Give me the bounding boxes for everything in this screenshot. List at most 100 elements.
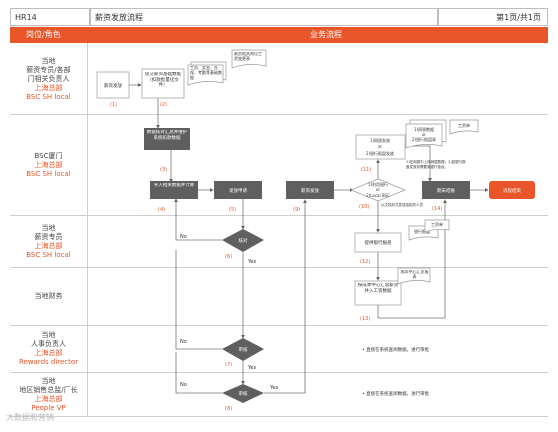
node-label: 导入相关数据并计算 [153, 183, 195, 188]
page-title: 薪资发放流程 [90, 8, 438, 26]
node-label: 审核 [239, 390, 248, 397]
lane-row [10, 215, 548, 268]
step-number: (4) [158, 207, 165, 213]
column-header-band: 岗位/角色 业务流程 [10, 27, 548, 43]
process-box [354, 232, 402, 253]
lane-row [10, 372, 548, 417]
decision-diamond [222, 338, 264, 361]
node-label: 2)银行报盘发放 [366, 150, 394, 156]
lane-label: 当地 人事负责人 上海总部 Rewards director [10, 325, 88, 373]
step-number: (5) [229, 207, 236, 213]
step-number: (10) [359, 204, 369, 210]
node-label: 提供银行报盘 [365, 239, 392, 246]
node-label: 薪资发放 [301, 187, 319, 194]
flow-arrow [377, 199, 447, 319]
lane-label: 当地 薪资专员 上海总部 BSC SH local [10, 215, 88, 268]
step-number: (13) [360, 316, 370, 322]
process-box [354, 280, 402, 306]
document-shape [187, 64, 224, 86]
document-label: 工资、奖金、社保、考勤等基础数据 [190, 66, 222, 80]
lane-text: 当地 [41, 376, 56, 385]
flow-arrow [174, 198, 222, 241]
process-box [214, 181, 262, 199]
flow-arrow [175, 352, 222, 394]
node-label: or [378, 144, 382, 149]
document-label: 2)银行报盘表 [412, 136, 436, 142]
flow-arrow [175, 250, 222, 350]
branch-label: Yes [269, 385, 278, 391]
decision-diamond [222, 384, 264, 403]
step-number: (6) [225, 254, 232, 260]
document-shape [424, 219, 450, 233]
step-number: (9) [293, 207, 300, 213]
step-number: (8) [225, 406, 232, 412]
watermark: 大数据和营销 [6, 413, 54, 422]
lane-text: BSC SH local [26, 250, 71, 259]
step-number: (14) [432, 206, 442, 212]
step-number: (1) [110, 102, 117, 108]
process-box [355, 134, 406, 160]
lane-text: 当地 [41, 331, 56, 339]
decision-diamond [222, 229, 264, 252]
node-label: 期末结账 [437, 187, 455, 194]
step-number: (3) [160, 167, 167, 173]
header-bar: HR14 薪资发放流程 第1页/共1页 [0, 0, 558, 26]
document-shape [397, 267, 431, 285]
branch-label: Yes [247, 259, 256, 265]
node-label: 核对 [239, 237, 248, 244]
approval-note: • 直接在系统查阅数据，进行审批 [362, 390, 430, 397]
node-label: 流程结束 [503, 187, 521, 194]
process-box [150, 181, 198, 199]
lane-row [10, 114, 548, 216]
role-column-header: 岗位/角色 [26, 30, 61, 39]
lane-row [10, 325, 548, 373]
process-box [422, 181, 470, 199]
node-label: 提交薪资基础数据（扣款批量化文件） [145, 72, 181, 88]
node-label: 2)Local BSC [366, 193, 390, 198]
step-number: (11) [361, 167, 371, 173]
process-box [96, 71, 130, 99]
lane-text: 上海总部 [34, 394, 63, 403]
branch-label: No [180, 339, 187, 345]
lane-row [10, 267, 548, 326]
document-label: or [422, 132, 426, 137]
lane-text: People VP [31, 403, 66, 412]
lane-text: 上海总部 [34, 241, 63, 250]
branch-label: No [180, 382, 187, 388]
step-number: (7) [225, 362, 232, 368]
approval-note: • 直接在系统查阅数据，进行审批 [362, 346, 430, 353]
lane-text: 薪资专员 [34, 232, 63, 241]
step-number: (12) [360, 259, 370, 265]
branch-label: Yes [247, 365, 256, 371]
decision-diamond [350, 178, 406, 202]
lane-text: 当地财务 [34, 292, 63, 300]
lane-row [10, 43, 548, 115]
lane-label: BSC厦门 上海总部 BSC SH local [10, 114, 88, 216]
node-label: 1)网银发放 [370, 137, 390, 143]
lane-text: 上海总部 [34, 160, 63, 169]
lane-text: 人事负责人 [31, 340, 66, 348]
lane-text: 当地 [41, 56, 56, 65]
step-number: (2) [160, 102, 167, 108]
node-label: 1)利用银行 [368, 181, 388, 187]
branch-label: No [180, 234, 187, 240]
lane-text: BSC SH local [26, 169, 71, 178]
node-label: or [376, 187, 380, 192]
node-label: 按成本中心汇总薪资并入工资数据 [357, 283, 399, 294]
document-shape [449, 119, 479, 135]
lane-text: Rewards director [18, 358, 79, 366]
flow-column-header: 业务流程 [310, 30, 342, 39]
lane-label: 当地 薪资专员/各部 门相关负责人 上海总部 BSC SH local [10, 43, 88, 115]
document-label: 成本中心汇总报表 [400, 270, 429, 279]
page-number: 第1页/共1页 [438, 8, 548, 26]
document-label: 薪资相关岗位工资变更表 [234, 52, 262, 61]
doc-code: HR14 [10, 8, 90, 26]
document-label: 银行报盘 [414, 228, 430, 234]
lane-label: 当地 地区销售总监/厂长 上海总部 People VP [10, 372, 88, 417]
lane-text: BSC SH local [26, 92, 71, 101]
lane-text: 上海总部 [34, 83, 63, 92]
lane-text: 上海总部 [34, 349, 63, 357]
process-note: 1)在网银中上传网银数据；2)如银行报盘发放则需要到银行柜台。 [406, 160, 466, 169]
document-label: 工资单 [458, 122, 470, 128]
